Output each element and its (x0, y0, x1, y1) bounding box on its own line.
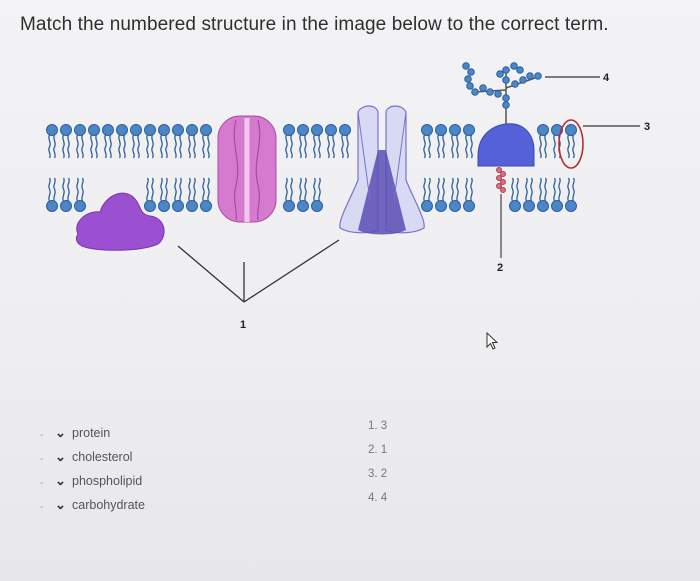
term-select-phospholipid[interactable]: - ⌄ phospholipid (40, 472, 220, 496)
cholesterol-molecule (495, 166, 506, 258)
transport-protein (339, 105, 425, 235)
peripheral-protein (75, 192, 165, 251)
highlighted-phospholipid-ring (558, 119, 584, 169)
structure-1-pointer (177, 239, 340, 303)
drag-handle-icon: - (40, 454, 44, 465)
channel-protein (217, 115, 277, 223)
chevron-down-icon[interactable]: ⌄ (55, 497, 66, 512)
term-label: cholesterol (72, 450, 133, 464)
term-label: phospholipid (72, 474, 143, 488)
question-text: Match the numbered structure in the imag… (20, 14, 609, 35)
chevron-down-icon[interactable]: ⌄ (55, 473, 66, 488)
chevron-down-icon[interactable]: ⌄ (55, 425, 66, 440)
answer-options-list: 1. 3 2. 1 3. 2 4. 4 (368, 420, 387, 516)
term-dropdown-list: - ⌄ protein - ⌄ cholesterol - ⌄ phosphol… (40, 424, 220, 520)
cell-membrane-diagram: 1 2 3 4 (45, 62, 650, 331)
drag-handle-icon: - (40, 478, 44, 489)
answer-option: 3. 2 (368, 468, 388, 480)
label-2: 2 (497, 262, 503, 274)
chevron-down-icon[interactable]: ⌄ (55, 449, 66, 464)
term-label: carbohydrate (72, 498, 145, 512)
answer-option: 4. 4 (368, 492, 388, 504)
label-4: 4 (603, 72, 610, 84)
drag-handle-icon: - (40, 502, 44, 513)
mouse-cursor-icon (486, 332, 499, 350)
term-select-protein[interactable]: - ⌄ protein (40, 424, 220, 448)
answer-option: 1. 3 (368, 420, 388, 432)
drag-handle-icon: - (40, 430, 44, 441)
glycoprotein (462, 62, 542, 167)
label-1: 1 (240, 319, 246, 331)
answer-option: 2. 1 (368, 444, 388, 456)
term-select-cholesterol[interactable]: - ⌄ cholesterol (40, 448, 220, 472)
term-label: protein (72, 426, 111, 440)
label-3: 3 (644, 121, 650, 133)
term-select-carbohydrate[interactable]: - ⌄ carbohydrate (40, 496, 220, 520)
